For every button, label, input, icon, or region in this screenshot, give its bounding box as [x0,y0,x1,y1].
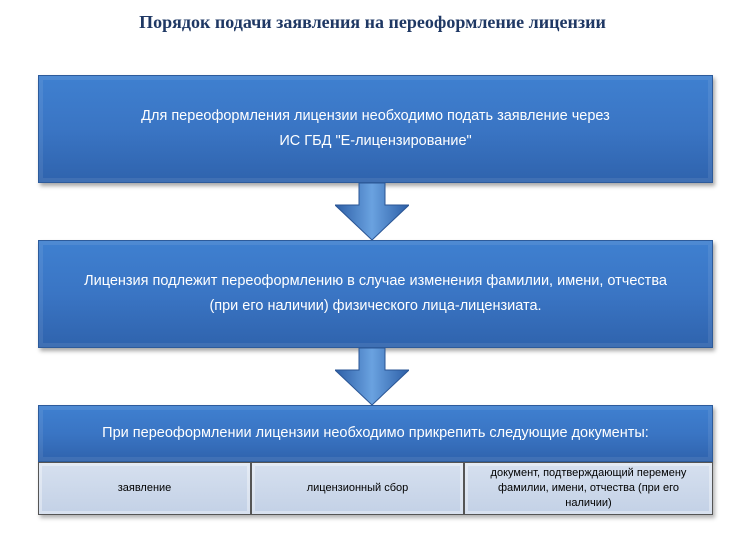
document-cell: лицензионный сбор [251,462,464,515]
page-title: Порядок подачи заявления на переоформлен… [139,12,606,32]
step-3-line-1: При переоформлении лицензии необходимо п… [102,425,649,441]
step-3-box: При переоформлении лицензии необходимо п… [38,405,713,462]
step-1-line-1: Для переоформления лицензии необходимо п… [141,108,610,124]
document-label: документ, подтверждающий перемену фамили… [490,467,687,509]
step-2-box: Лицензия подлежит переоформлению в случа… [38,240,713,348]
down-arrow-icon [335,348,409,405]
document-cell: документ, подтверждающий перемену фамили… [464,462,713,515]
step-1-line-2: ИС ГБД "Е-лицензирование" [279,133,472,149]
step-1-box: Для переоформления лицензии необходимо п… [38,75,713,183]
document-label: заявление [117,482,172,494]
document-label: лицензионный сбор [306,482,409,494]
document-cell: заявление [38,462,251,515]
down-arrow-icon [335,183,409,240]
step-2-line-2: (при его наличии) физического лица-лицен… [209,298,542,314]
documents-row: заявление лицензионный сбор документ, по… [38,462,713,515]
step-2-line-1: Лицензия подлежит переоформлению в случа… [84,273,667,289]
